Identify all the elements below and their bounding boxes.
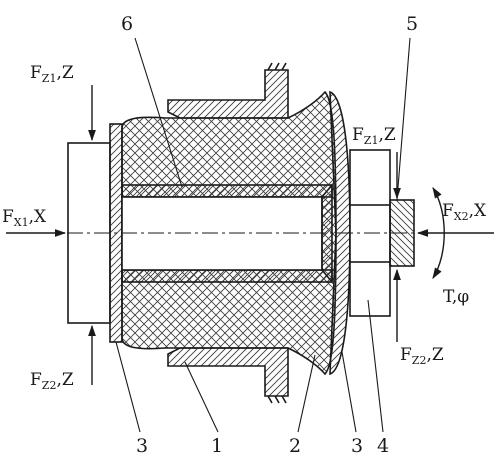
leader-6 bbox=[134, 37, 183, 188]
leader-4 bbox=[367, 299, 384, 433]
leader-2 bbox=[297, 354, 316, 433]
label-part-6: 6 bbox=[121, 13, 133, 35]
shaft-step bbox=[321, 182, 333, 285]
leader-1 bbox=[184, 361, 219, 433]
inner-sleeve-part-6 bbox=[121, 184, 333, 198]
arrow-torque bbox=[432, 187, 445, 279]
label-part-2: 2 bbox=[289, 435, 301, 457]
label-fx1: FX1,X bbox=[2, 207, 47, 229]
label-part-1: 1 bbox=[211, 435, 223, 457]
housing-part-1 bbox=[167, 69, 289, 119]
label-fz2-left: FZ2,Z bbox=[30, 370, 74, 392]
label-fx2: FX2,X bbox=[442, 201, 487, 223]
label-part-5: 5 bbox=[406, 13, 418, 35]
ground-bottom bbox=[267, 395, 287, 404]
ground-top bbox=[267, 62, 287, 71]
label-fz2-right: FZ2,Z bbox=[400, 345, 444, 367]
leader-5 bbox=[396, 37, 411, 201]
label-torque: T,φ bbox=[443, 287, 469, 307]
nut-body bbox=[349, 204, 391, 263]
inner-sleeve-part-6-bottom bbox=[121, 269, 333, 283]
shaft-bore bbox=[121, 196, 323, 271]
label-part-3-right: 3 bbox=[351, 435, 363, 457]
leader-3b bbox=[341, 351, 357, 433]
label-part-4: 4 bbox=[377, 435, 389, 457]
label-fz1-left: FZ1,Z bbox=[30, 63, 74, 85]
label-part-3-left: 3 bbox=[136, 435, 148, 457]
housing-part-1-bottom bbox=[167, 347, 289, 397]
leader-3a bbox=[115, 341, 141, 433]
label-fz1-right: FZ1,Z bbox=[352, 125, 396, 147]
